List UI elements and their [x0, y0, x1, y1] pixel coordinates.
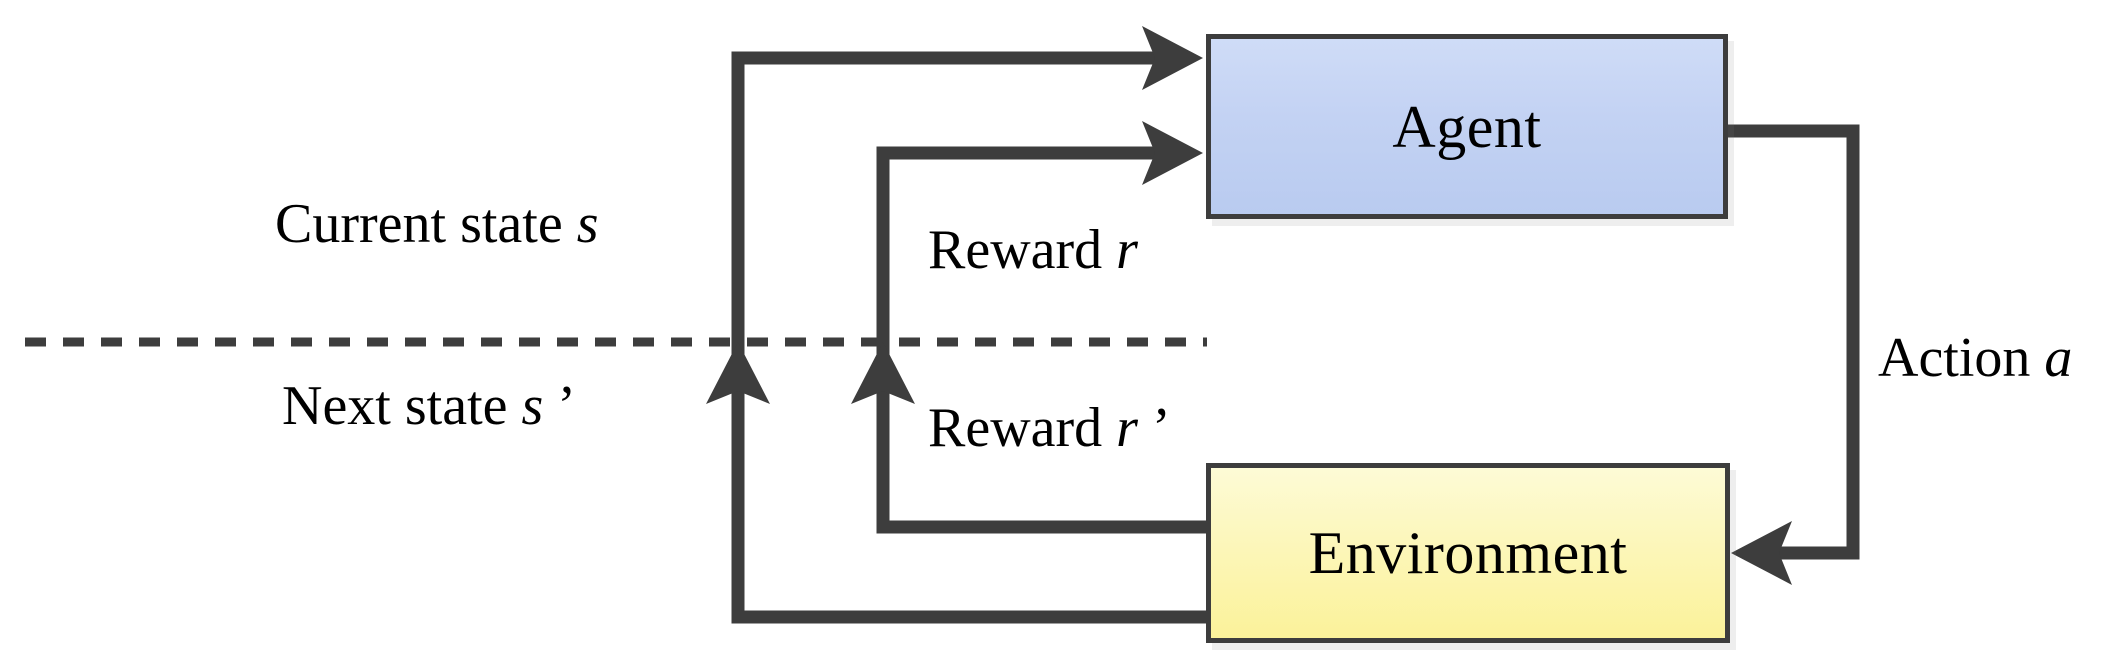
reward-prime-label-text: Reward: [928, 397, 1117, 459]
next-state-symbol: s: [521, 375, 544, 437]
next-state-arrowhead: [706, 342, 770, 404]
environment-node-label: Environment: [1308, 520, 1628, 586]
action-label-text: Action: [1878, 327, 2045, 389]
reward-prime-label: Reward r ’: [928, 400, 1171, 456]
environment-node[interactable]: Environment: [1206, 463, 1730, 643]
current-state-edge: [731, 26, 1206, 624]
reward-symbol: r: [1116, 219, 1138, 281]
reward-prime-symbol: r: [1116, 397, 1138, 459]
next-state-label: Next state s ’: [282, 378, 576, 434]
agent-node-label: Agent: [1392, 93, 1542, 160]
agent-node[interactable]: Agent: [1206, 34, 1728, 219]
reward-prime-mark: ’: [1137, 397, 1171, 459]
current-state-label-text: Current state: [275, 193, 577, 255]
next-state-label-text: Next state: [282, 375, 522, 437]
action-label: Action a: [1878, 330, 2072, 386]
reward-label: Reward r: [928, 222, 1138, 278]
action-symbol: a: [2044, 327, 2073, 389]
reward-edge: [876, 121, 1206, 534]
current-state-label: Current state s: [275, 196, 598, 252]
reward-prime-arrowhead: [851, 342, 915, 404]
current-state-symbol: s: [576, 193, 599, 255]
action-edge: [1728, 124, 1860, 585]
reward-label-text: Reward: [928, 219, 1117, 281]
next-state-prime: ’: [543, 375, 576, 437]
